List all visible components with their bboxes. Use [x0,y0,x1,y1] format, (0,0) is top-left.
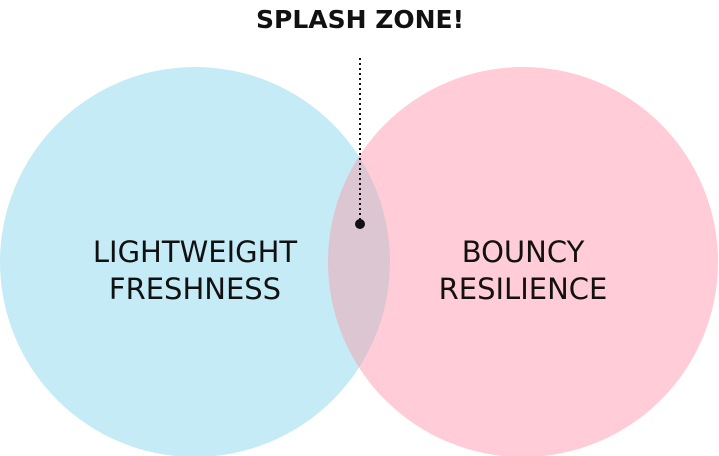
right-set-label-line1: BOUNCY [462,235,585,269]
callout-dot [355,219,365,229]
left-set-label-line2: FRESHNESS [109,272,281,306]
right-set-label-line2: RESILIENCE [439,272,608,306]
right-set-circle [328,67,718,456]
left-set-label-line1: LIGHTWEIGHT [93,235,298,269]
splash-zone-label: SPLASH ZONE! [256,5,464,34]
left-set-circle [0,67,390,456]
